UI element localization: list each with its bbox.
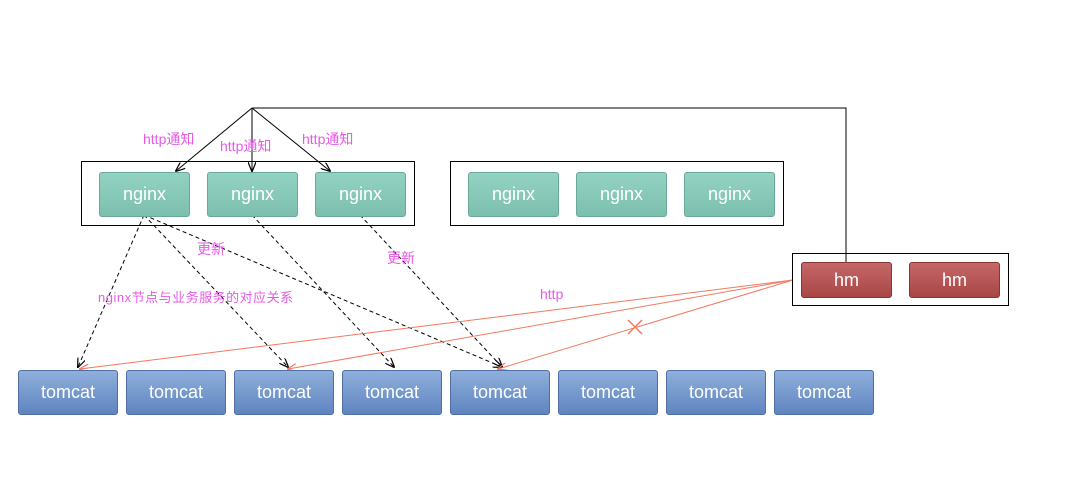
mapping-label: nginx节点与业务服务的对应关系 bbox=[98, 290, 294, 305]
tomcat-node[interactable]: tomcat bbox=[126, 370, 226, 415]
notify-lines bbox=[176, 107, 847, 262]
http-lines bbox=[80, 279, 794, 369]
tomcat-node[interactable]: tomcat bbox=[774, 370, 874, 415]
cross-mark bbox=[627, 319, 643, 335]
http-notify-label: http通知 bbox=[220, 138, 272, 154]
tomcat-node[interactable]: tomcat bbox=[558, 370, 658, 415]
nginx-group-frame-1 bbox=[81, 161, 415, 226]
nginx-node[interactable]: nginx bbox=[576, 172, 667, 217]
nginx-node[interactable]: nginx bbox=[468, 172, 559, 217]
tomcat-node[interactable]: tomcat bbox=[234, 370, 334, 415]
tomcat-node[interactable]: tomcat bbox=[18, 370, 118, 415]
nginx-node[interactable]: nginx bbox=[315, 172, 406, 217]
http-notify-label: http通知 bbox=[302, 131, 354, 147]
hm-node[interactable]: hm bbox=[909, 262, 1000, 298]
update-label: 更新 bbox=[197, 241, 225, 257]
http-label: http bbox=[540, 286, 564, 302]
nginx-node[interactable]: nginx bbox=[99, 172, 190, 217]
tomcat-node[interactable]: tomcat bbox=[666, 370, 766, 415]
nginx-group-frame-2 bbox=[450, 161, 784, 226]
tomcat-node[interactable]: tomcat bbox=[342, 370, 442, 415]
hm-node[interactable]: hm bbox=[801, 262, 892, 298]
nginx-node[interactable]: nginx bbox=[207, 172, 298, 217]
tomcat-node[interactable]: tomcat bbox=[450, 370, 550, 415]
http-notify-label: http通知 bbox=[143, 131, 195, 147]
nginx-node[interactable]: nginx bbox=[684, 172, 775, 217]
hm-group-frame bbox=[792, 253, 1009, 306]
update-label: 更新 bbox=[387, 250, 415, 266]
